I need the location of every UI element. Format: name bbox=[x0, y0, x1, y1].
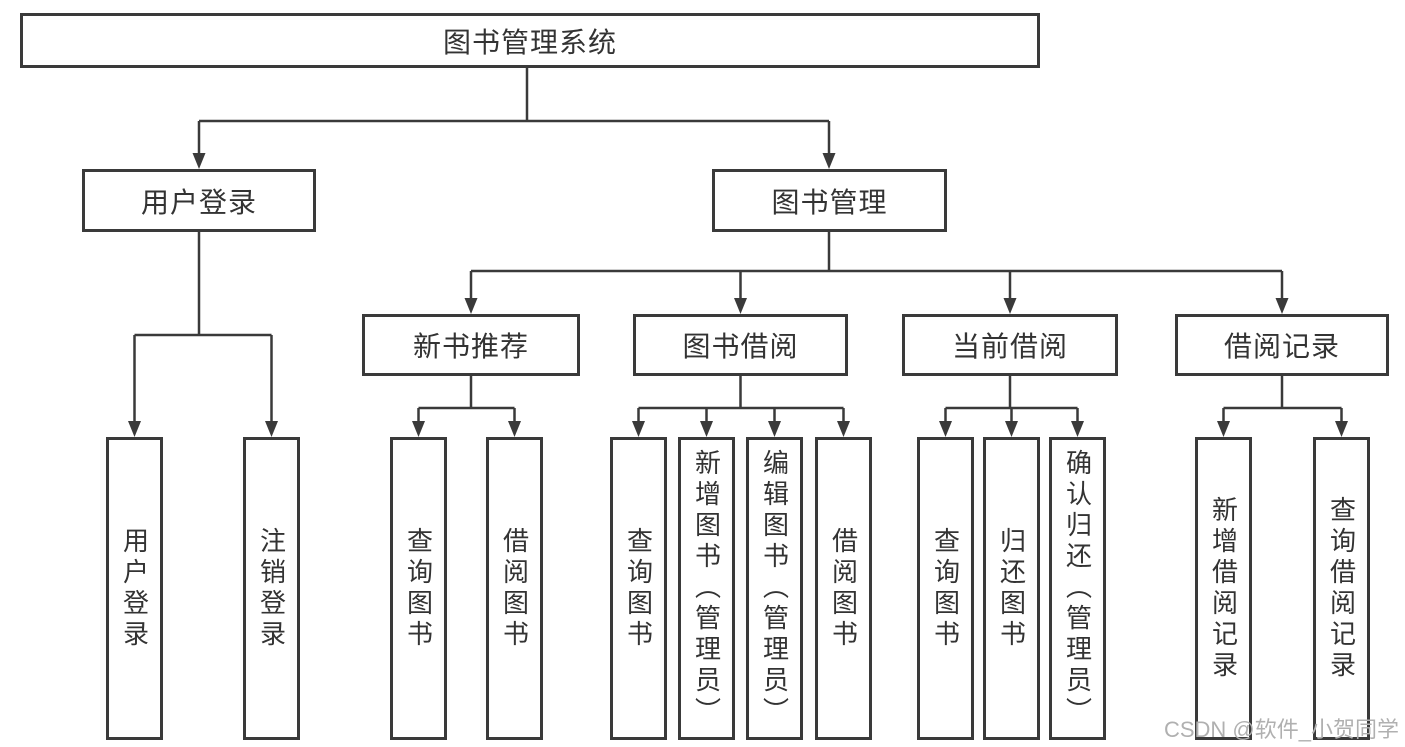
node-label: 注销登录 bbox=[256, 526, 287, 651]
node-label: 用户登录 bbox=[140, 186, 257, 218]
arrowhead bbox=[1335, 421, 1348, 437]
arrowhead bbox=[822, 153, 836, 169]
leaf-add-borrow-record: 新增借阅记录 bbox=[1195, 437, 1252, 740]
leaf-logout-login: 注销登录 bbox=[243, 437, 300, 740]
arrowhead bbox=[632, 421, 645, 437]
arrowhead bbox=[265, 421, 278, 437]
node-book-borrowing: 图书借阅 bbox=[633, 314, 848, 376]
node-current-borrowing: 当前借阅 bbox=[902, 314, 1118, 376]
arrowhead bbox=[192, 153, 206, 169]
node-label: 确认归还（管理员） bbox=[1062, 449, 1093, 728]
node-label: 借阅图书 bbox=[499, 526, 530, 651]
node-label: 查询图书 bbox=[930, 526, 961, 651]
node-label: 查询图书 bbox=[403, 526, 434, 651]
leaf-borrow-books-borrowing: 借阅图书 bbox=[815, 437, 872, 740]
arrowhead bbox=[1003, 298, 1017, 314]
node-label: 编辑图书（管理员） bbox=[759, 449, 790, 728]
arrowhead bbox=[1275, 298, 1289, 314]
arrowhead bbox=[508, 421, 521, 437]
arrowhead bbox=[128, 421, 141, 437]
node-label: 当前借阅 bbox=[951, 331, 1068, 362]
leaf-user-login: 用户登录 bbox=[106, 437, 163, 740]
arrowhead bbox=[412, 421, 425, 437]
arrowhead bbox=[939, 421, 952, 437]
node-user-login: 用户登录 bbox=[82, 169, 316, 232]
node-label: 新增图书（管理员） bbox=[691, 449, 722, 728]
arrowhead bbox=[1217, 421, 1230, 437]
node-label: 归还图书 bbox=[996, 526, 1027, 651]
leaf-borrow-books-recommend: 借阅图书 bbox=[486, 437, 543, 740]
node-borrowing-records: 借阅记录 bbox=[1175, 314, 1389, 376]
node-label: 图书管理系统 bbox=[442, 26, 617, 58]
node-label: 图书借阅 bbox=[682, 331, 799, 362]
node-label: 借阅记录 bbox=[1223, 331, 1340, 362]
arrowhead bbox=[1071, 421, 1084, 437]
watermark: CSDN @软件_小贺同学 bbox=[1163, 717, 1399, 742]
node-new-book-recommendation: 新书推荐 bbox=[362, 314, 580, 376]
node-label: 借阅图书 bbox=[828, 526, 859, 651]
leaf-add-books-admin: 新增图书（管理员） bbox=[678, 437, 735, 740]
leaf-query-borrow-record: 查询借阅记录 bbox=[1313, 437, 1370, 740]
node-label: 查询借阅记录 bbox=[1326, 495, 1357, 682]
leaf-return-books: 归还图书 bbox=[983, 437, 1040, 740]
leaf-confirm-return-admin: 确认归还（管理员） bbox=[1049, 437, 1106, 740]
leaf-edit-books-admin: 编辑图书（管理员） bbox=[746, 437, 803, 740]
leaf-query-books-recommend: 查询图书 bbox=[390, 437, 447, 740]
leaf-query-books-borrowing: 查询图书 bbox=[610, 437, 667, 740]
arrowhead bbox=[1005, 421, 1018, 437]
arrowhead bbox=[700, 421, 713, 437]
node-label: 新增借阅记录 bbox=[1208, 495, 1239, 682]
node-library-management-system: 图书管理系统 bbox=[20, 13, 1040, 68]
connector-path bbox=[133, 68, 1343, 424]
leaf-query-books-current: 查询图书 bbox=[917, 437, 974, 740]
node-book-management: 图书管理 bbox=[712, 169, 947, 232]
node-label: 用户登录 bbox=[119, 526, 150, 651]
arrowhead bbox=[734, 298, 747, 314]
node-label: 新书推荐 bbox=[412, 331, 529, 362]
node-label: 图书管理 bbox=[771, 186, 888, 218]
arrowhead bbox=[464, 298, 478, 314]
node-label: 查询图书 bbox=[623, 526, 654, 651]
arrowhead bbox=[768, 421, 781, 437]
arrowhead bbox=[837, 421, 850, 437]
